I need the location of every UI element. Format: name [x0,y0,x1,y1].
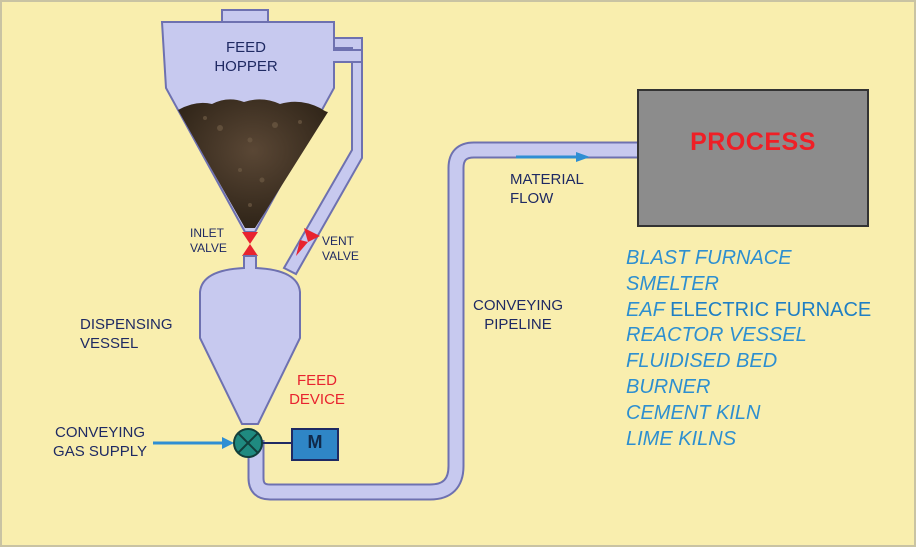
list-item-eaf: EAF ELECTRIC FURNACE [626,298,871,324]
conveying-pipeline-inner [249,143,640,499]
motor-icon [291,428,339,461]
list-item-fluidised-bed: FLUIDISED BED [626,350,778,373]
gas-supply-arrow [153,437,234,449]
feed-device-icon [233,428,263,458]
pipeline-label: CONVEYING PIPELINE [472,297,563,333]
list-item-blast-furnace: BLAST FURNACE [626,247,792,269]
vent-valve-label: VENT VALVE [322,234,359,263]
material-flow-label: MATERIAL FLOW [510,171,584,207]
list-item-cement-kiln: CEMENT KILN [626,401,761,424]
gas-supply-label: CONVEYING GAS SUPPLY [53,424,147,460]
eaf-suffix: ELECTRIC FURNACE [670,298,872,321]
process-box [637,89,869,227]
material-flow-arrow [516,152,590,162]
process-title: PROCESS [690,128,816,156]
eaf-prefix: EAF [626,298,665,321]
feed-device-label: FEED DEVICE [289,372,345,408]
dispensing-vessel-label: DISPENSING VESSEL [80,316,173,352]
process-list: BLAST FURNACE SMELTER EAF ELECTRIC FURNA… [626,246,871,452]
dispensing-vessel [199,255,301,425]
motor-label: M [307,432,323,452]
inlet-valve-icon [242,232,258,256]
feed-hopper [160,9,363,233]
list-item-lime-kilns: LIME KILNS [626,427,737,450]
bulk-material [178,99,328,228]
list-item-smelter: SMELTER [626,272,719,295]
list-item-reactor-vessel: REACTOR VESSEL [626,324,807,347]
vent-valve-icon [296,228,320,256]
inlet-valve-label: INLET VALVE [190,226,227,255]
feed-hopper-label: FEED HOPPER [214,39,278,75]
list-item-burner: BURNER [626,375,711,398]
